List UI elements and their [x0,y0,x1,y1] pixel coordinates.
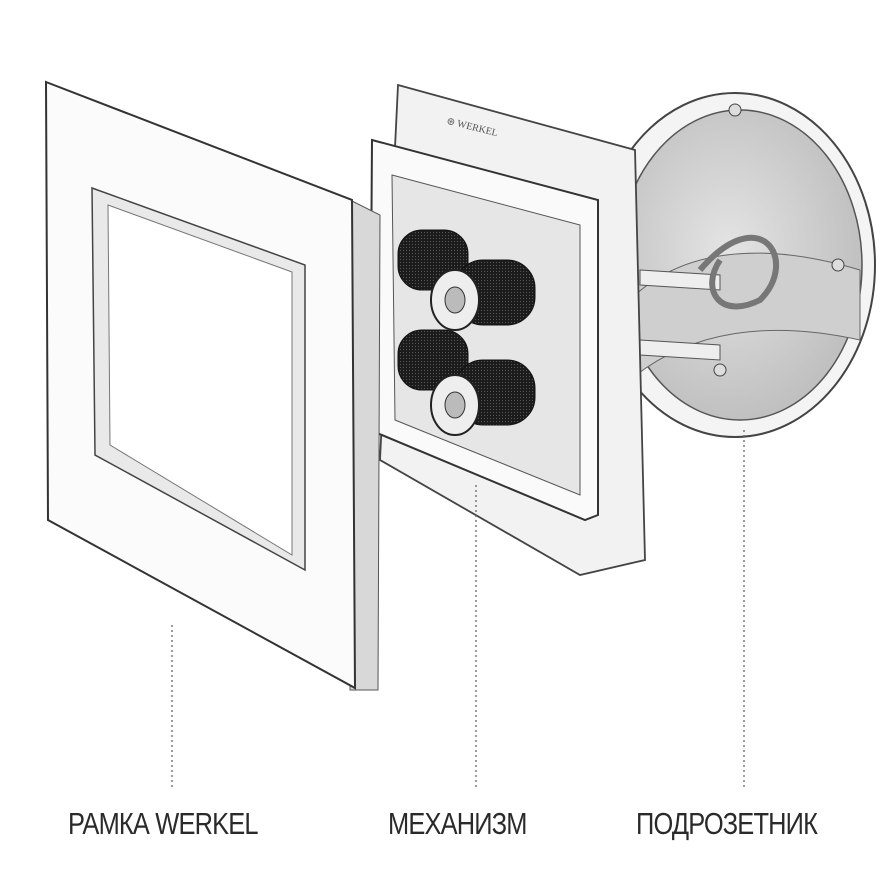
label-backbox: ПОДРОЗЕТНИК [636,806,818,841]
leader-lines [171,430,745,790]
binding-post-terminals [397,229,536,436]
backbox-drawing [594,92,876,438]
mechanism-drawing [368,83,646,576]
label-frame: РАМКА WERKEL [68,806,259,841]
label-mechanism: МЕХАНИЗМ [388,806,527,841]
frame-drawing [44,80,381,691]
